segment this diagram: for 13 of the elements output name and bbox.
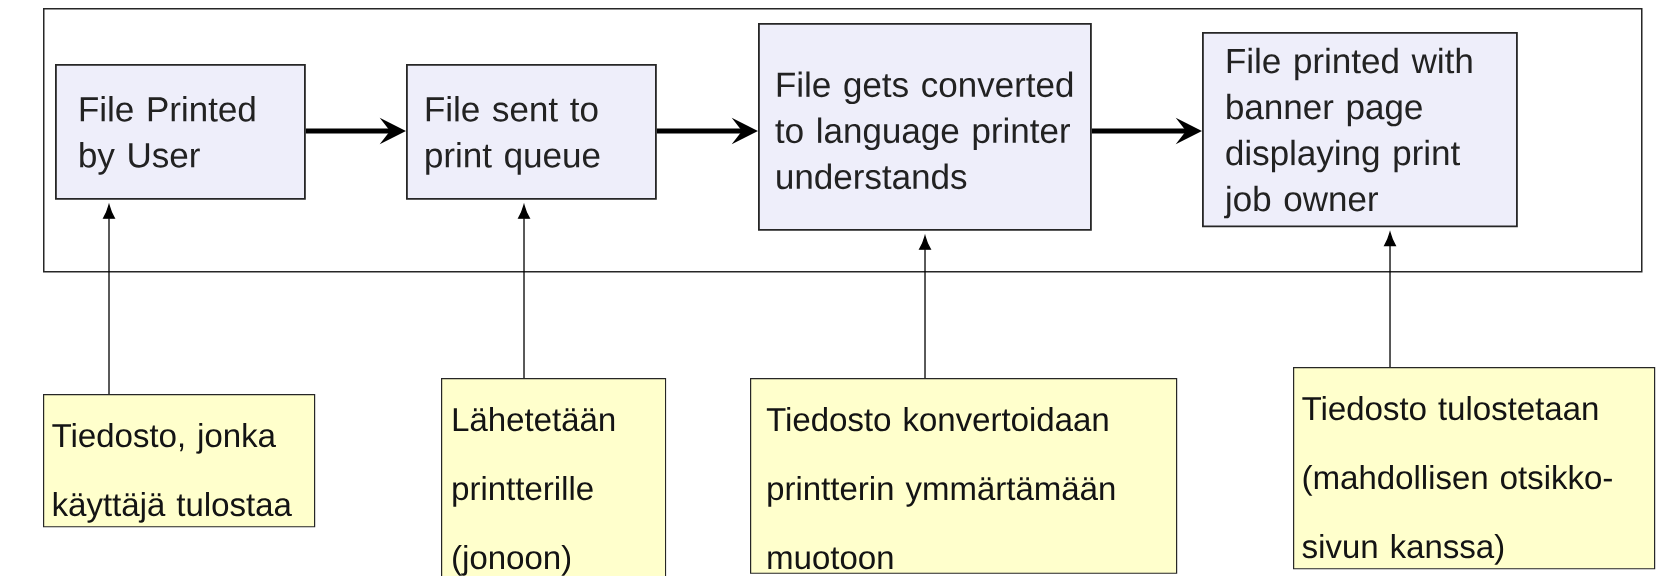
process-box: File sent to print queue xyxy=(406,64,657,200)
arrow xyxy=(919,235,931,379)
arrow xyxy=(518,204,530,379)
note-box: Tiedosto tulostetaan (mahdollisen otsikko-sivun kanssa) xyxy=(1293,367,1656,570)
frame xyxy=(43,8,1643,273)
process-box: File printed with banner page displaying print job owner xyxy=(1202,32,1518,228)
note-box: Tiedosto konvertoidaan printterin ymmärtämään muotoon xyxy=(750,378,1178,574)
arrow xyxy=(1384,232,1396,368)
process-box: File Printed by User xyxy=(55,64,306,200)
arrow xyxy=(103,204,115,395)
note-box: Lähetetään printterille (jonoon) xyxy=(441,378,667,576)
note-box: Tiedosto, jonka käyttäjä tulostaa xyxy=(43,394,316,528)
process-box: File gets converted to language printer understands xyxy=(758,23,1092,231)
